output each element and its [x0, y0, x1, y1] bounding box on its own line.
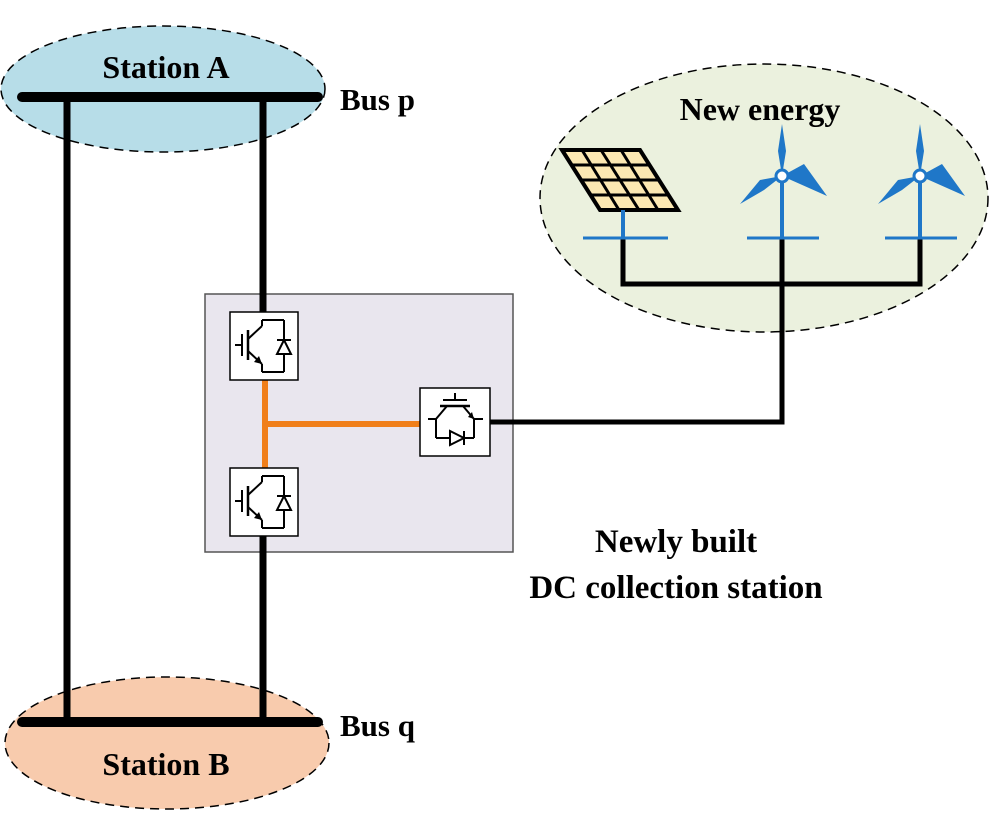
station-a-region	[0, 25, 326, 153]
wind-turbine-2-icon	[878, 124, 965, 240]
converter-upper-icon	[229, 311, 299, 381]
dc-station-label-line2: DC collection station	[529, 570, 822, 606]
wind-turbine-1-icon	[740, 124, 827, 240]
dcdc-converter-icon	[419, 387, 491, 457]
station-b-region	[4, 676, 330, 810]
renewable-collector-bus	[620, 238, 923, 287]
converter-lower-icon	[229, 467, 299, 537]
station-b-label: Station B	[102, 746, 229, 782]
station-a-label: Station A	[102, 49, 229, 85]
bus-q-label: Bus q	[340, 708, 415, 743]
new-energy-region	[539, 63, 989, 333]
solar-panel-icon	[558, 148, 682, 240]
dc-station-label-line1: Newly built	[595, 524, 757, 560]
renewable-feeder	[490, 238, 785, 425]
bus-p-label: Bus p	[340, 82, 415, 117]
new-energy-label: New energy	[680, 91, 841, 127]
